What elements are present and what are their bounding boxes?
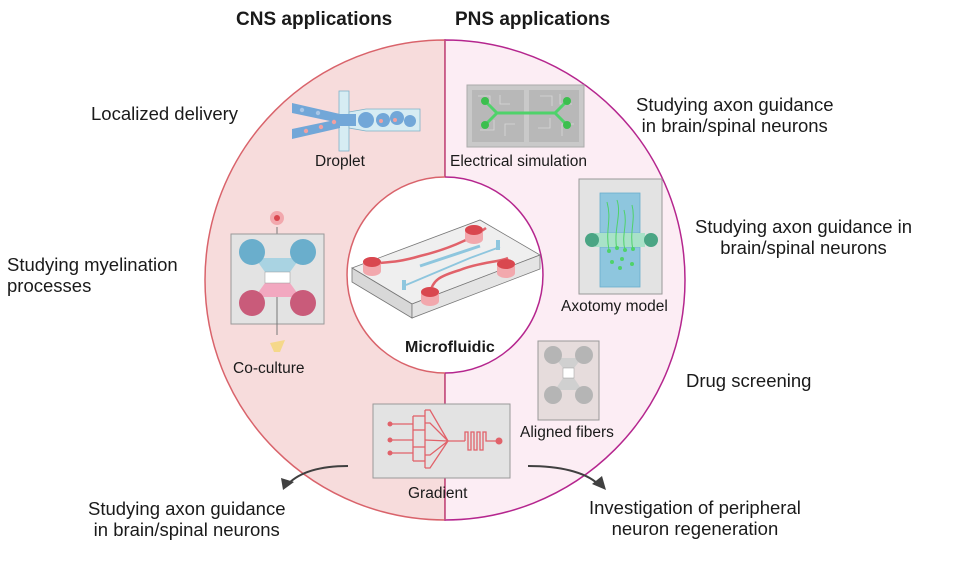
cns-axon-guidance-line-2: in brain/spinal neurons: [93, 519, 280, 540]
center-label: Microfluidic: [405, 339, 495, 356]
aligned-fibers-chip-icon: [537, 340, 600, 421]
myelination-line-2: processes: [7, 275, 92, 296]
gradient-generator-icon: [372, 403, 511, 479]
droplet-generator-icon: [292, 90, 421, 152]
myelination-label: Studying myelination processes: [7, 254, 178, 296]
peripheral-regeneration-label: Investigation of peripheral neuron regen…: [589, 497, 801, 539]
cns-output-arrow: [281, 465, 349, 490]
cns-header: CNS applications: [236, 9, 393, 30]
electrical-simulation-caption: Electrical simulation: [450, 153, 587, 170]
pns-axon-guidance-top-line-2: in brain/spinal neurons: [641, 115, 828, 136]
pns-axon-guidance-mid-line-2: brain/spinal neurons: [720, 237, 887, 258]
localized-delivery-label: Localized delivery: [91, 103, 239, 124]
cns-axon-guidance-line-1: Studying axon guidance: [88, 498, 286, 519]
drug-screening-label: Drug screening: [686, 370, 812, 391]
pns-axon-guidance-top-line-1: Studying axon guidance: [636, 94, 834, 115]
aligned-fibers-caption: Aligned fibers: [520, 424, 614, 441]
pns-output-arrow: [527, 465, 606, 490]
droplet-caption: Droplet: [315, 153, 365, 170]
myelination-line-1: Studying myelination: [7, 254, 178, 275]
center-circle-left-edge: [346, 176, 446, 374]
gradient-caption: Gradient: [408, 485, 468, 502]
peripheral-regeneration-line-1: Investigation of peripheral: [589, 497, 801, 518]
electrical-stimulation-chip-icon: [466, 84, 585, 148]
pns-half-ring: [444, 39, 686, 521]
co-culture-chip-icon: [230, 211, 325, 352]
pns-axon-guidance-mid-line-1: Studying axon guidance in: [695, 216, 913, 237]
center-circle-right-edge: [444, 176, 544, 374]
peripheral-regeneration-line-2: neuron regeneration: [611, 518, 779, 539]
axotomy-chip-icon: [578, 178, 663, 295]
microfluidic-chip-icon: [351, 219, 541, 319]
pns-axon-guidance-top-label: Studying axon guidance in brain/spinal n…: [636, 94, 833, 136]
co-culture-caption: Co-culture: [233, 360, 305, 377]
axotomy-caption: Axotomy model: [561, 298, 668, 315]
cns-half-ring: [204, 39, 446, 521]
pns-header: PNS applications: [455, 9, 611, 30]
pns-axon-guidance-mid-label: Studying axon guidance in brain/spinal n…: [695, 216, 912, 258]
cns-axon-guidance-label: Studying axon guidance in brain/spinal n…: [88, 498, 285, 540]
